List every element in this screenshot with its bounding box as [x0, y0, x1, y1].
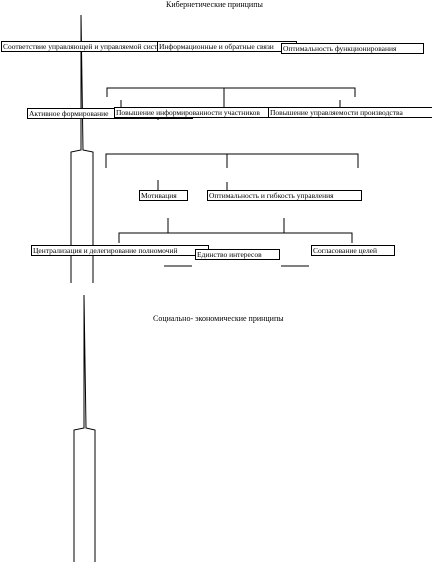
node-correspondence: Соответствие управляющей и управляемой с… [1, 41, 159, 52]
left-arrow-2 [73, 294, 96, 562]
bracket-1 [106, 87, 356, 107]
node-informedness: Повышение информированности участников [114, 107, 270, 118]
bracket-3 [118, 218, 353, 243]
node-motivation: Мотивация [139, 190, 188, 201]
node-goal-alignment: Согласование целей [311, 245, 395, 256]
node-manageability: Повышение управляемости производства [268, 107, 432, 118]
bracket-2 [105, 153, 359, 168]
node-flexibility: Оптимальность и гибкость управления [207, 190, 362, 201]
node-unity-of-interests: Единство интересов [195, 249, 280, 260]
left-arrow-1 [70, 14, 94, 283]
socioeconomic-title: Социально- экономические принципы [153, 314, 284, 323]
node-feedback-links: Информационные и обратные связи [157, 41, 297, 52]
cybernetic-title: Кибернетические принципы [166, 0, 263, 9]
node-optimal-functioning: Оптимальность функционирования [281, 43, 424, 54]
node-centralization: Централизация и делегирование полномочий [31, 245, 209, 256]
